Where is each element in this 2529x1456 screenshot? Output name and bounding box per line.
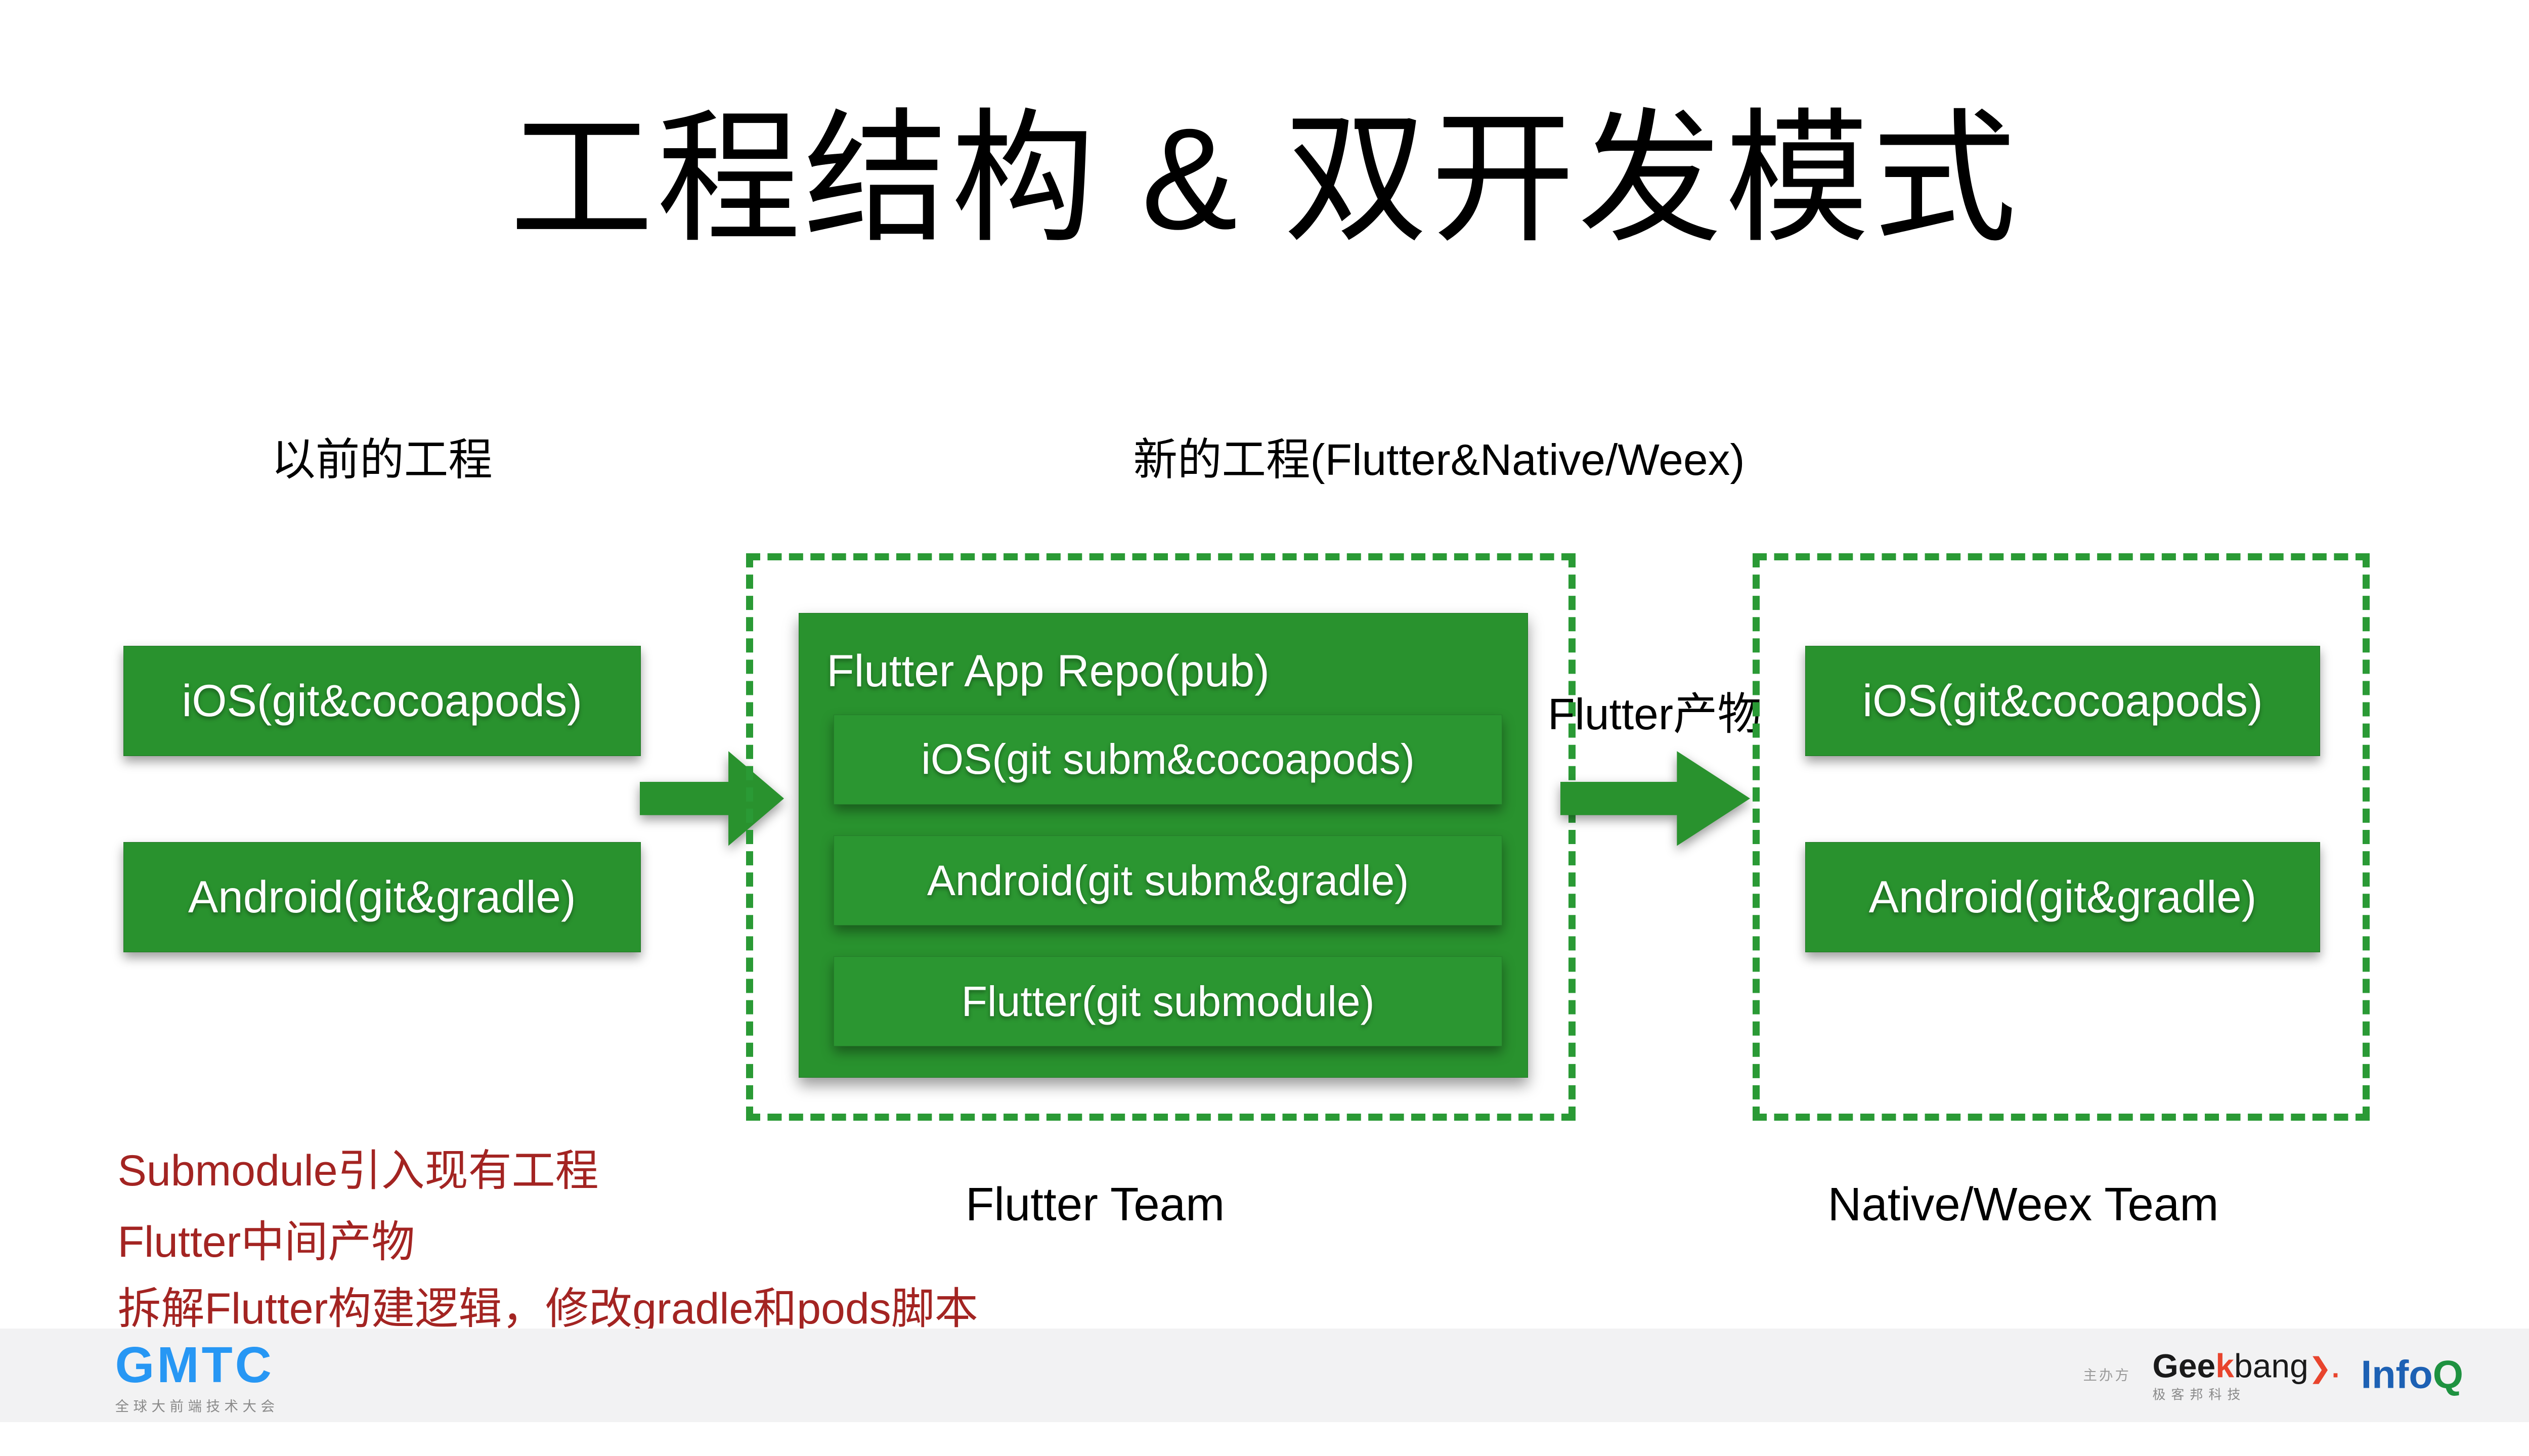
flutter-artifact-label: Flutter产物	[1548, 689, 1762, 739]
flutter-app-repo-title: Flutter App Repo(pub)	[826, 645, 1270, 696]
host-label: 主办方	[2083, 1367, 2131, 1383]
repo-android-box: Android(git subm&gradle)	[833, 835, 1503, 926]
slide: 工程结构 & 双开发模式 以前的工程 新的工程(Flutter&Native/W…	[0, 99, 2529, 1422]
flutter-team-dashed-region	[746, 553, 1576, 1121]
note-intermediate-artifact: Flutter中间产物	[117, 1217, 415, 1266]
footer-hosts: 主办方 Geekbang❯. 极客邦科技 InfoQ	[2083, 1349, 2464, 1401]
gmtc-logo-text: GMTC	[115, 1337, 274, 1394]
geekbang-k: k	[2215, 1347, 2234, 1385]
note-build-logic: 拆解Flutter构建逻辑，修改gradle和pods脚本	[117, 1284, 978, 1333]
old-android-box: Android(git&gradle)	[123, 842, 641, 953]
geekbang-subtitle: 极客邦科技	[2152, 1387, 2246, 1402]
slide-title: 工程结构 & 双开发模式	[509, 99, 2020, 260]
note-submodule: Submodule引入现有工程	[117, 1146, 599, 1195]
infoq-q: Q	[2432, 1353, 2463, 1397]
geekbang-bang: bang	[2234, 1347, 2308, 1385]
new-project-heading: 新的工程(Flutter&Native/Weex)	[1133, 434, 1745, 484]
geekbang-logo-text: Geekbang❯.	[2153, 1349, 2340, 1383]
flutter-team-label: Flutter Team	[965, 1178, 1225, 1231]
repo-flutter-box: Flutter(git submodule)	[833, 956, 1503, 1047]
native-team-dashed-region	[1753, 553, 2370, 1121]
native-android-box: Android(git&gradle)	[1805, 842, 2320, 953]
flutter-app-repo-box: Flutter App Repo(pub) iOS(git subm&cocoa…	[798, 612, 1528, 1078]
old-ios-box: iOS(git&cocoapods)	[123, 645, 641, 757]
arrow-new-to-native-icon	[1560, 751, 1750, 846]
infoq-logo: InfoQ	[2361, 1353, 2463, 1397]
repo-ios-box: iOS(git subm&cocoapods)	[833, 714, 1503, 805]
native-ios-box: iOS(git&cocoapods)	[1805, 645, 2320, 757]
geekbang-gee: Gee	[2152, 1347, 2216, 1385]
gmtc-tagline: 全球大前端技术大会	[115, 1398, 279, 1414]
native-weex-team-label: Native/Weex Team	[1827, 1178, 2219, 1231]
footer-bar: GMTC 全球大前端技术大会 主办方 Geekbang❯. 极客邦科技 Info…	[0, 1328, 2529, 1422]
old-project-heading: 以前的工程	[271, 434, 493, 484]
gmtc-logo: GMTC 全球大前端技术大会	[115, 1340, 279, 1413]
infoq-info: Info	[2361, 1353, 2433, 1397]
geekbang-logo: Geekbang❯. 极客邦科技	[2153, 1349, 2340, 1401]
geekbang-chevron-icon: ❯.	[2308, 1352, 2340, 1384]
